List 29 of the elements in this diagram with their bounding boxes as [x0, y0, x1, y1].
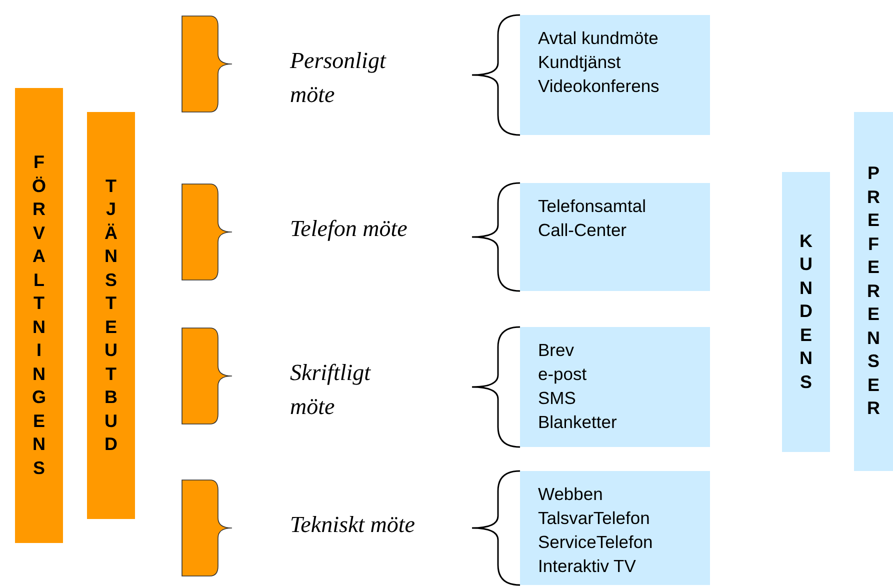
list-box	[520, 471, 710, 585]
channel-label: Tekniskt möte	[290, 511, 415, 539]
channel-label: Telefon möte	[290, 215, 408, 243]
channel-label: Skriftligt möte	[290, 359, 372, 421]
list-item: Avtal kundmöte	[538, 27, 660, 50]
list-item: Videokonferens	[538, 75, 660, 98]
vertical-banner	[782, 172, 830, 452]
list-item: TalsvarTelefon	[538, 507, 651, 530]
list-item: SMS	[538, 387, 577, 410]
list-item: Interaktiv TV	[538, 555, 637, 578]
list-item: Call-Center	[538, 219, 628, 242]
channel-label: Personligt möte	[290, 47, 388, 109]
list-box	[520, 183, 710, 291]
vertical-title: KUNDENS	[798, 230, 814, 394]
list-item: Kundtjänst	[538, 51, 622, 74]
vertical-banner	[854, 112, 893, 471]
list-item: Telefonsamtal	[538, 195, 647, 218]
vertical-banner	[87, 112, 135, 519]
vertical-title: FÖRVALTNINGENS	[30, 151, 47, 480]
vertical-banner	[15, 88, 63, 543]
list-box	[520, 327, 710, 447]
vertical-title: PREFERENSER	[866, 162, 881, 420]
list-box	[520, 15, 710, 135]
list-item: ServiceTelefon	[538, 531, 654, 554]
list-item: e-post	[538, 363, 588, 386]
list-item: Brev	[538, 339, 575, 362]
list-item: Blanketter	[538, 411, 618, 434]
list-item: Webben	[538, 483, 604, 506]
vertical-title: TJÄNSTEUTBUD	[104, 174, 118, 456]
